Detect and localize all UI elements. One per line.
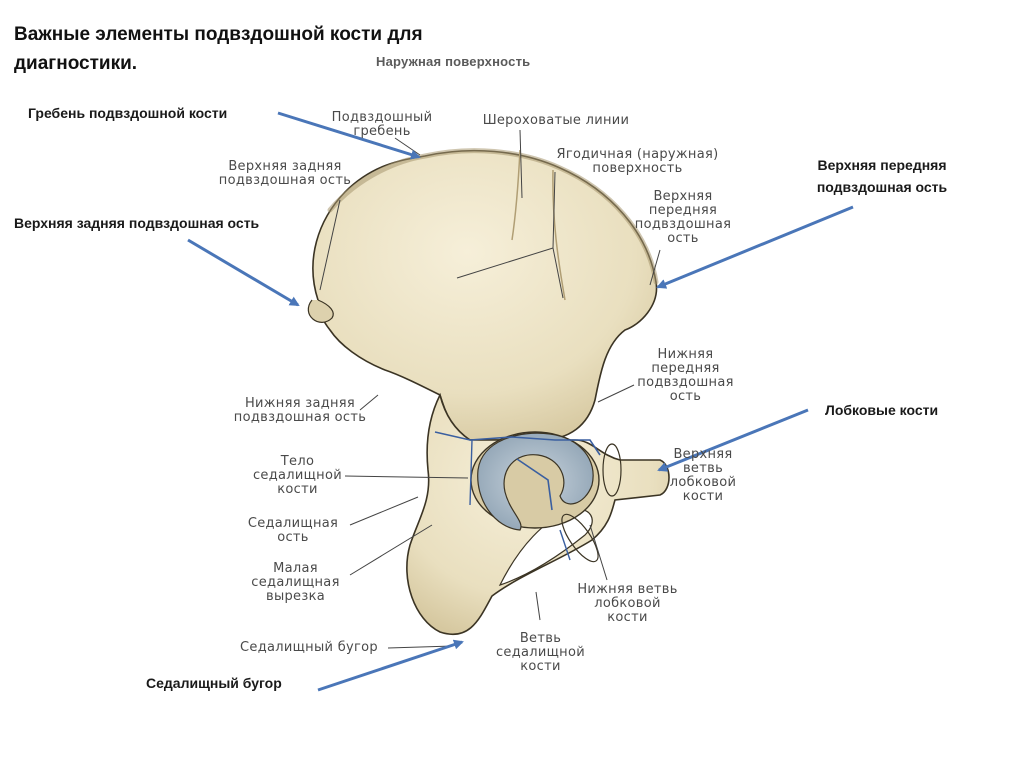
zone-line-upper xyxy=(434,431,601,456)
zone-line-ramus xyxy=(559,529,571,561)
zone-line-left xyxy=(469,439,473,506)
label-inf-pubic-ramus: Нижняя ветвь лобковой кости xyxy=(577,582,678,625)
iliac-crest-rim xyxy=(327,148,659,285)
label-gluteal-surface: Ягодичная (наружная) поверхность xyxy=(556,147,719,176)
label-sup-pubic-ramus: Верхняя ветвь лобковой кости xyxy=(669,447,737,504)
obturator-foramen xyxy=(498,508,593,587)
posterior-spine-notch xyxy=(307,299,334,323)
label-sup-post-spine: Верхняя задняя подвздошная ость xyxy=(218,159,352,188)
label-rough-lines: Шероховатые линии xyxy=(482,113,630,128)
label-iliac-crest: Подвздошный гребень xyxy=(331,110,433,139)
zone-line-lower xyxy=(516,458,553,511)
arrow-iliac-crest xyxy=(277,111,421,160)
slide-title: Важные элементы подвздошной кости для ди… xyxy=(14,24,423,74)
label-ischial-tuberosity: Седалищный бугор xyxy=(240,640,378,655)
inferior-ramus-section xyxy=(561,513,599,563)
pubic-ramus-section xyxy=(602,443,622,497)
figure-title: Наружная поверхность xyxy=(376,54,531,69)
acetabulum-lunate-surface xyxy=(477,432,594,531)
arrow-tuberosity xyxy=(317,639,464,692)
rough-line-2 xyxy=(552,169,566,301)
callout-arrows xyxy=(187,111,854,692)
callout-sup-post-spine: Верхняя задняя подвздошная ость xyxy=(14,215,260,231)
arrow-sup-post-spine xyxy=(187,238,300,307)
label-ischium-body: Тело седалищной кости xyxy=(252,454,342,497)
callout-pubic: Лобковые кости xyxy=(825,402,939,418)
label-lesser-notch: Малая седалищная вырезка xyxy=(251,561,340,604)
rough-line-1 xyxy=(511,149,521,241)
label-inf-ant-spine: Нижняя передняя подвздошная ость xyxy=(637,347,734,404)
label-ischial-ramus: Ветвь седалищной кости xyxy=(495,631,585,674)
label-inf-post-spine: Нижняя задняя подвздошная ость xyxy=(233,396,367,425)
callout-sup-ant-spine: Верхняя передняя подвздошная ость xyxy=(816,157,948,195)
arrow-pubic xyxy=(657,408,809,472)
arrow-sup-ant-spine xyxy=(656,205,854,289)
label-ischial-spine: Седалищная ость xyxy=(247,516,339,545)
callout-iliac-crest: Гребень подвздошной кости xyxy=(28,105,228,121)
label-sup-ant-spine: Верхняя передняя подвздошная ость xyxy=(634,189,732,246)
callout-tuberosity: Седалищный бугор xyxy=(146,675,282,691)
